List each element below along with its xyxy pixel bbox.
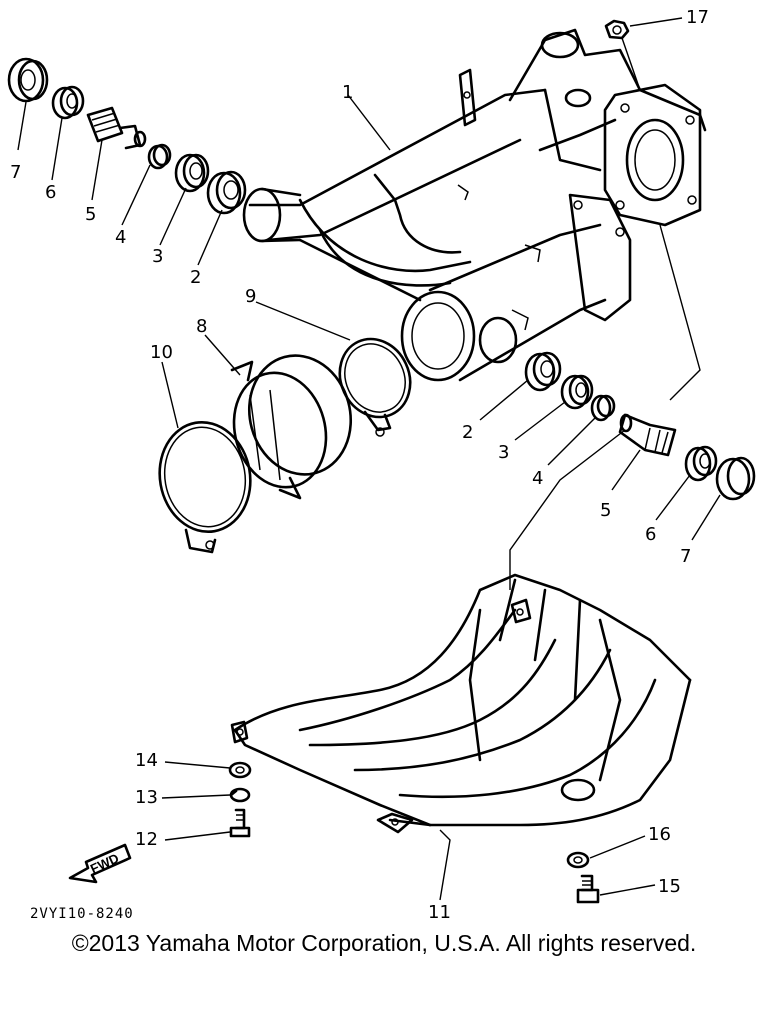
part-number-6: 6 — [45, 182, 56, 203]
part-number-7: 7 — [10, 162, 21, 183]
part-number-3b: 3 — [498, 442, 509, 463]
part-number-4b: 4 — [532, 468, 543, 489]
clamp-band-part-9 — [338, 337, 412, 437]
part-number-12: 12 — [135, 829, 158, 850]
part-number-4: 4 — [115, 227, 126, 248]
part-number-17: 17 — [686, 7, 709, 28]
part-number-2: 2 — [190, 267, 201, 288]
hardware-left — [228, 761, 252, 838]
part-number-14: 14 — [135, 750, 158, 771]
part-number-16: 16 — [648, 824, 671, 845]
diagram-code: 2VYI10-8240 — [30, 906, 134, 922]
swingarm-part-1 — [242, 28, 707, 382]
fwd-arrow-icon: FWD — [68, 843, 132, 884]
part-number-5: 5 — [85, 204, 96, 225]
hardware-right — [566, 851, 600, 904]
part-number-10: 10 — [150, 342, 173, 363]
part-number-3: 3 — [152, 246, 163, 267]
part-number-5b: 5 — [600, 500, 611, 521]
skid-plate-part-11 — [230, 573, 692, 834]
part-number-13: 13 — [135, 787, 158, 808]
pivot-parts-right — [524, 351, 756, 501]
part-number-6b: 6 — [645, 524, 656, 545]
copyright-notice: ©2013 Yamaha Motor Corporation, U.S.A. A… — [71, 930, 697, 956]
svg-text:FWD: FWD — [88, 850, 121, 876]
part-number-7b: 7 — [680, 546, 691, 567]
part-number-8: 8 — [196, 316, 207, 337]
pivot-parts-left — [7, 57, 247, 215]
nut-part-17 — [604, 19, 630, 40]
part-number-11: 11 — [428, 902, 451, 923]
part-number-15: 15 — [658, 876, 681, 897]
part-number-9: 9 — [245, 286, 256, 307]
boot-part-8 — [230, 354, 353, 500]
part-number-1: 1 — [342, 82, 353, 103]
part-labels: 17 1 7 6 5 4 3 2 9 8 10 2 3 4 5 6 7 14 1… — [10, 7, 709, 923]
leader-lines — [17, 17, 721, 901]
part-number-2b: 2 — [462, 422, 473, 443]
clamp-band-part-10 — [158, 420, 252, 554]
